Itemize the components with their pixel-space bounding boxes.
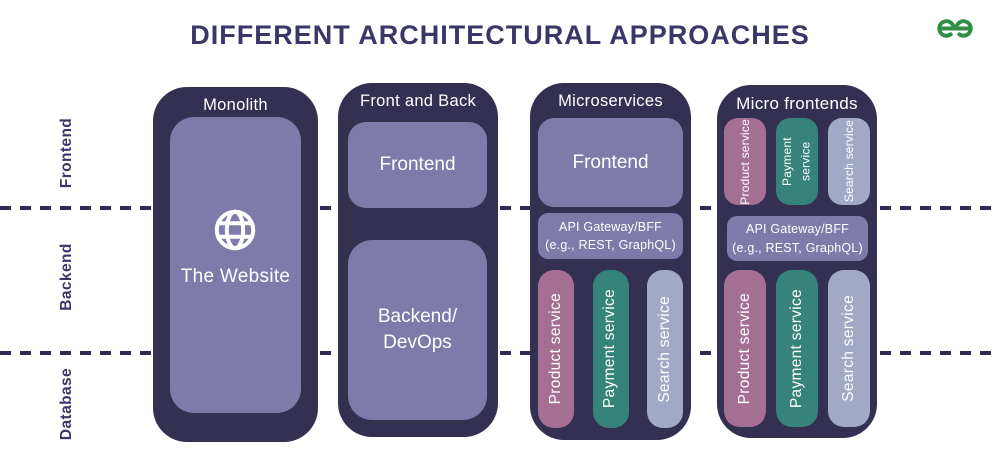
payment-service-pill: Payment service [776, 118, 818, 205]
backend-devops-line2: DevOps [383, 332, 452, 353]
frontend-box-label: Frontend [572, 151, 649, 173]
column-title-monolith: Monolith [203, 96, 268, 114]
search-service-label: Search service [839, 295, 857, 402]
website-label: The Website [180, 265, 291, 287]
column-micro-frontends: Micro frontends Product service Payment … [717, 85, 877, 438]
api-gateway-line2: (e.g., REST, GraphQL) [732, 240, 863, 255]
product-service-pill: Product service [724, 118, 766, 205]
search-service-label: Search service [655, 295, 673, 403]
globe-icon [215, 209, 256, 250]
product-service-label: Product service [737, 118, 752, 205]
frontend-backend-divider [0, 206, 1000, 210]
backend-devops-box: Backend/ DevOps [348, 240, 487, 420]
backend-services-row: Product service Payment service Search s… [724, 270, 870, 427]
payment-service-pill: Payment service [592, 270, 629, 428]
column-title-microservices: Microservices [558, 92, 663, 110]
payment-service-label: Payment service [787, 288, 805, 409]
row-label-database: Database [58, 367, 75, 441]
search-service-pill: Search service [647, 270, 683, 428]
backend-devops-line1: Backend/ [377, 306, 458, 328]
monolith-website-content: The Website [181, 207, 291, 288]
column-title-micro-frontends: Micro frontends [736, 94, 858, 113]
row-label-backend: Backend [58, 243, 75, 311]
search-service-pill: Search service [828, 118, 870, 205]
frontend-box: Frontend [538, 118, 683, 207]
api-gateway-line1: API Gateway/BFF [745, 222, 850, 237]
column-monolith: Monolith The Website [153, 87, 318, 442]
product-service-label: Product service [546, 293, 564, 405]
search-service-label: Search service [841, 120, 856, 203]
api-gateway-box: API Gateway/BFF (e.g., REST, GraphQL) [538, 213, 683, 259]
api-gateway-box: API Gateway/BFF (e.g., REST, GraphQL) [727, 216, 868, 261]
services-row: Product service Payment service Search s… [538, 270, 683, 428]
backend-database-divider [0, 351, 1000, 355]
row-label-frontend: Frontend [58, 117, 75, 189]
page-title: DIFFERENT ARCHITECTURAL APPROACHES [190, 20, 810, 50]
frontend-box: Frontend [348, 122, 487, 208]
payment-service-pill: Payment service [776, 270, 818, 427]
product-service-label: Product service [735, 292, 753, 405]
api-gateway-line2: (e.g., REST, GraphQL) [545, 238, 676, 252]
payment-service-label: Payment service [601, 289, 619, 409]
frontend-box-label: Frontend [379, 154, 456, 175]
product-service-pill: Product service [538, 270, 574, 428]
column-front-and-back: Front and Back Frontend Backend/ DevOps [338, 83, 498, 437]
monolith-website-box: The Website [170, 117, 301, 413]
column-microservices: Microservices Frontend API Gateway/BFF (… [530, 83, 691, 440]
search-service-pill: Search service [828, 270, 870, 427]
product-service-pill: Product service [724, 270, 766, 427]
payment-service-label: Payment service [780, 137, 813, 186]
geeksforgeeks-logo-icon [934, 15, 976, 47]
api-gateway-line1: API Gateway/BFF [558, 219, 663, 234]
frontend-services-row: Product service Payment service Search s… [724, 118, 870, 205]
column-title-front-and-back: Front and Back [359, 92, 477, 110]
